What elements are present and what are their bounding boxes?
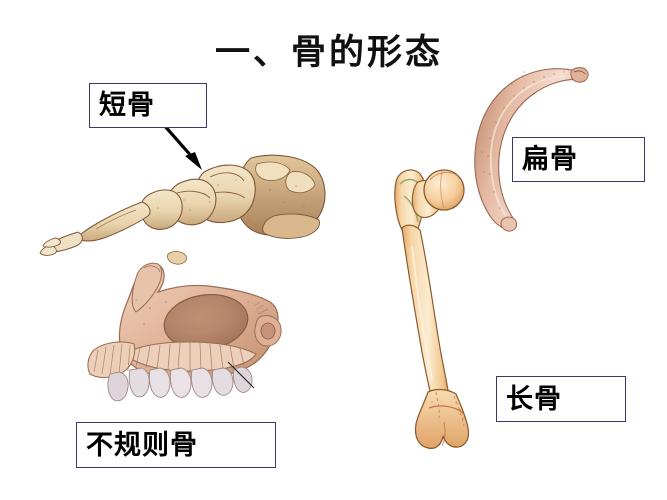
rib-bone-illustration bbox=[468, 64, 590, 234]
foot-skeleton-illustration bbox=[38, 150, 328, 265]
label-long-bone[interactable]: 长骨 bbox=[496, 376, 626, 422]
label-irregular-bone[interactable]: 不规则骨 bbox=[76, 422, 276, 468]
label-short-bone[interactable]: 短骨 bbox=[89, 83, 207, 128]
label-flat-bone[interactable]: 扁骨 bbox=[512, 137, 645, 182]
maxilla-bone-illustration bbox=[78, 258, 298, 406]
page-title: 一、骨的形态 bbox=[215, 33, 444, 72]
femur-bone-illustration bbox=[388, 166, 474, 452]
